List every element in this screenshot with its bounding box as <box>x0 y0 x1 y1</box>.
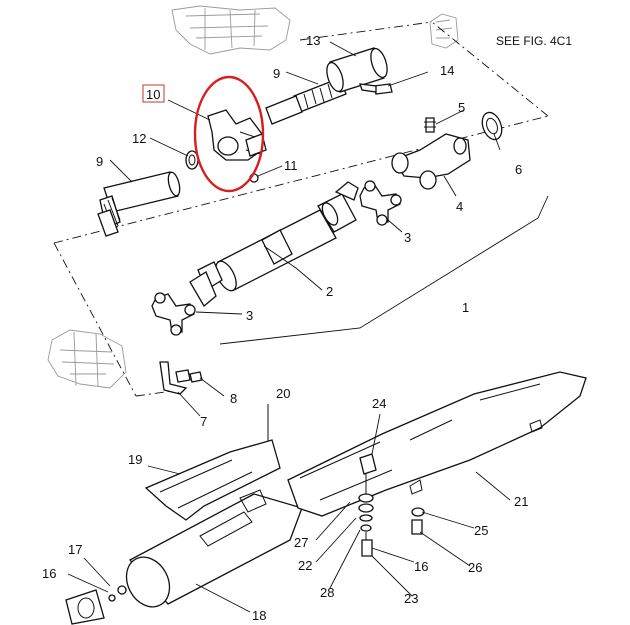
assembly-frame <box>53 21 549 397</box>
callout-leaders <box>67 41 511 613</box>
callout-27: 27 <box>294 535 308 550</box>
callout-28: 28 <box>320 585 334 600</box>
part-19-guard-half <box>144 439 281 521</box>
part-6-seal <box>481 111 503 141</box>
part-9-lower-shaft <box>97 171 181 237</box>
callout-9-upper: 9 <box>273 66 280 81</box>
callout-5: 5 <box>458 100 465 115</box>
callout-2: 2 <box>326 284 333 299</box>
reference-note: SEE FIG. 4C1 <box>496 34 572 48</box>
callout-7: 7 <box>200 414 207 429</box>
callout-23: 23 <box>404 591 418 606</box>
callout-18: 18 <box>252 608 266 623</box>
part-8-screw <box>189 371 203 383</box>
part-3-lower-cross <box>151 292 196 336</box>
callout-3-lower: 3 <box>246 308 253 323</box>
callout-19: 19 <box>128 452 142 467</box>
callout-13: 13 <box>306 33 320 48</box>
callout-21: 21 <box>514 494 528 509</box>
part-21-long-guard <box>287 371 587 517</box>
part-10-bearing-bracket <box>207 109 267 161</box>
part-13-sleeve <box>326 47 388 93</box>
part-4-yoke <box>391 133 471 190</box>
part-3-upper-cross <box>359 180 402 226</box>
callout-17: 17 <box>68 542 82 557</box>
callout-10: 10 <box>146 87 160 102</box>
gearbox-outline-top <box>171 5 291 55</box>
callout-1: 1 <box>462 300 469 315</box>
callout-4: 4 <box>456 199 463 214</box>
callout-8: 8 <box>230 391 237 406</box>
callout-11: 11 <box>284 158 298 173</box>
gearbox-outline-top-right <box>429 13 459 49</box>
part-14-bolt <box>359 83 393 95</box>
part-7-clamp <box>159 361 191 395</box>
callout-16-left: 16 <box>42 566 56 581</box>
callout-3-upper: 3 <box>404 230 411 245</box>
part-5-fitting <box>424 117 436 133</box>
hardware-stack <box>358 453 425 557</box>
part-2-driveshaft <box>189 181 359 307</box>
callout-box-10 <box>142 84 165 103</box>
callout-12: 12 <box>132 131 146 146</box>
axle-outline-left <box>47 329 127 389</box>
callout-14: 14 <box>440 63 454 78</box>
callout-25: 25 <box>474 523 488 538</box>
item-1-bracket <box>219 195 549 345</box>
part-12-washer <box>185 150 199 170</box>
callout-26: 26 <box>468 560 482 575</box>
part-18-tube-guard <box>125 489 303 608</box>
callout-22: 22 <box>298 558 312 573</box>
callout-20: 20 <box>276 386 290 401</box>
callout-6: 6 <box>515 162 522 177</box>
callout-9-lower: 9 <box>96 154 103 169</box>
callout-16-right: 16 <box>414 559 428 574</box>
callout-24: 24 <box>372 396 386 411</box>
part-16-17-end-cap <box>65 585 127 625</box>
highlight-ellipse <box>193 75 265 193</box>
